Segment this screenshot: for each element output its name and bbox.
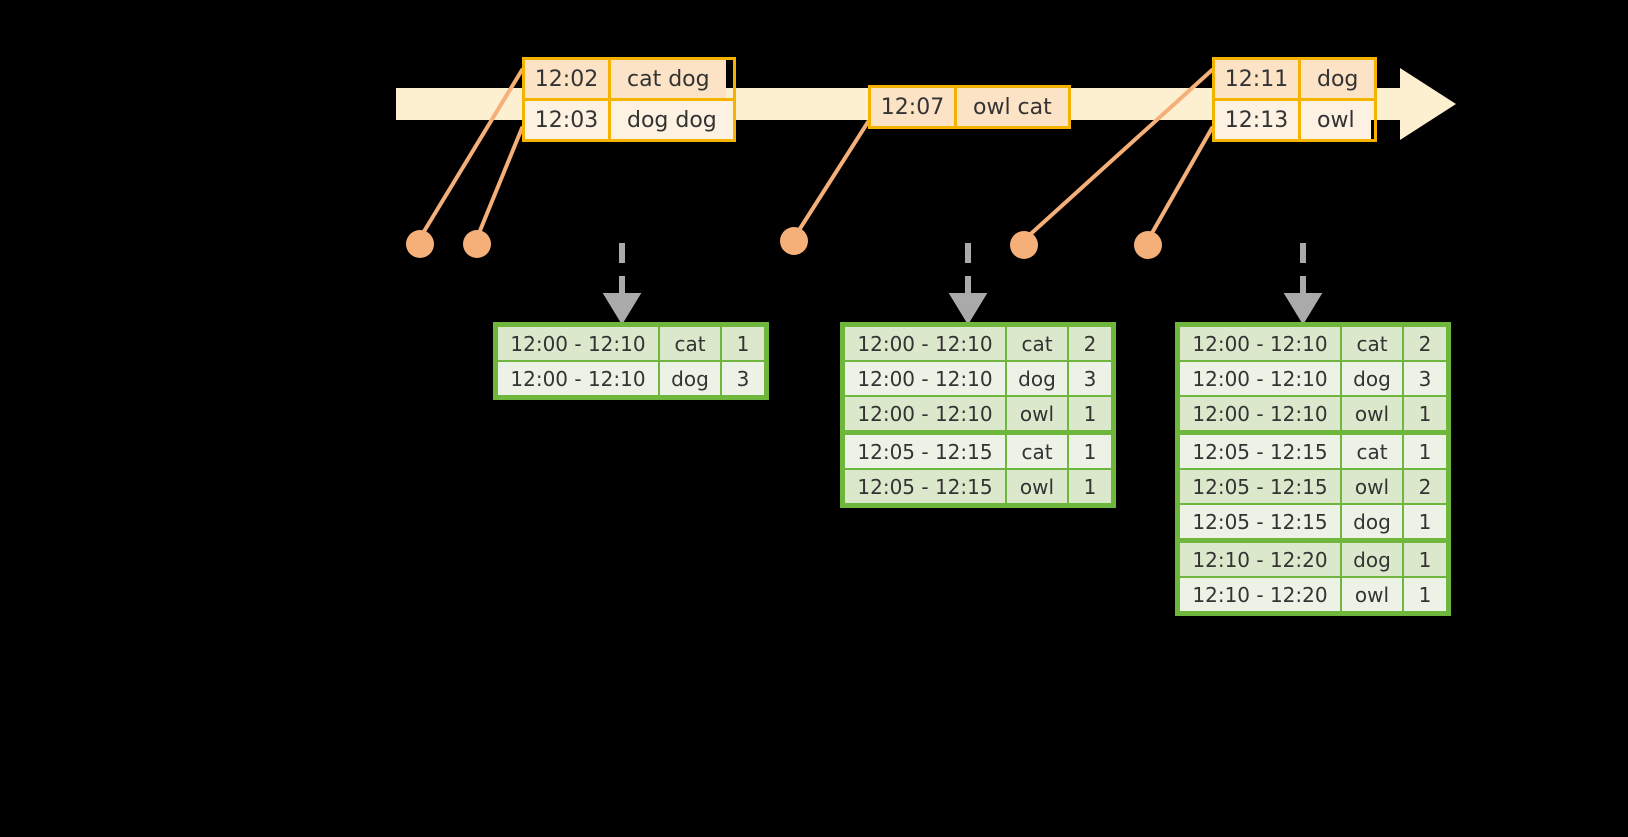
table-row[interactable]: 12:10 - 12:20 dog 1 bbox=[1179, 542, 1447, 577]
cell-window: 12:00 - 12:10 bbox=[845, 362, 1005, 395]
cell-word: cat bbox=[1007, 327, 1067, 360]
cell-word: dog bbox=[1342, 543, 1402, 576]
cell-count: 3 bbox=[1404, 362, 1446, 395]
event-time: 12:03 bbox=[525, 101, 611, 139]
result-table-2[interactable]: 12:00 - 12:10 cat 2 12:00 - 12:10 dog 3 … bbox=[840, 322, 1116, 508]
cell-window: 12:00 - 12:10 bbox=[498, 362, 658, 395]
event-time: 12:11 bbox=[1215, 60, 1301, 98]
timeline-event-row[interactable]: 12:03 dog dog bbox=[525, 98, 733, 139]
timeline-event-row[interactable]: 12:11 dog bbox=[1215, 60, 1375, 98]
cell-word: cat bbox=[1007, 435, 1067, 468]
dot-4 bbox=[1010, 231, 1038, 259]
event-time: 12:07 bbox=[871, 88, 957, 126]
timeline-event-row[interactable]: 12:07 owl cat bbox=[871, 88, 1068, 126]
table-row[interactable]: 12:05 - 12:15 owl 2 bbox=[1179, 469, 1447, 504]
timeline-event-group-3[interactable]: 12:11 dog 12:13 owl bbox=[1212, 57, 1378, 142]
cell-window: 12:05 - 12:15 bbox=[1180, 435, 1340, 468]
cell-window: 12:05 - 12:15 bbox=[1180, 470, 1340, 503]
trigger-arrows bbox=[602, 243, 1323, 325]
event-time: 12:13 bbox=[1215, 101, 1301, 139]
cell-word: cat bbox=[660, 327, 720, 360]
cell-window: 12:00 - 12:10 bbox=[845, 327, 1005, 360]
event-time: 12:02 bbox=[525, 60, 611, 98]
cell-count: 3 bbox=[1069, 362, 1111, 395]
event-words: dog bbox=[1301, 60, 1375, 98]
cell-count: 1 bbox=[1069, 397, 1111, 430]
cell-word: dog bbox=[1342, 362, 1402, 395]
cell-count: 2 bbox=[1404, 327, 1446, 360]
cell-word: dog bbox=[1342, 505, 1402, 538]
cell-word: owl bbox=[1342, 470, 1402, 503]
cell-count: 1 bbox=[722, 327, 764, 360]
event-words: owl cat bbox=[957, 88, 1068, 126]
cell-count: 1 bbox=[1404, 505, 1446, 538]
table-row[interactable]: 12:00 - 12:10 cat 2 bbox=[1179, 326, 1447, 361]
table-row[interactable]: 12:10 - 12:20 owl 1 bbox=[1179, 577, 1447, 612]
cell-window: 12:00 - 12:10 bbox=[1180, 362, 1340, 395]
dot-3 bbox=[780, 227, 808, 255]
event-words: owl bbox=[1301, 101, 1371, 139]
cell-word: owl bbox=[1342, 578, 1402, 611]
cell-window: 12:00 - 12:10 bbox=[845, 397, 1005, 430]
event-words: cat dog bbox=[611, 60, 726, 98]
cell-count: 1 bbox=[1404, 435, 1446, 468]
cell-count: 2 bbox=[1069, 327, 1111, 360]
table-row[interactable]: 12:00 - 12:10 owl 1 bbox=[844, 396, 1112, 431]
cell-window: 12:10 - 12:20 bbox=[1180, 543, 1340, 576]
result-table-1[interactable]: 12:00 - 12:10 cat 1 12:00 - 12:10 dog 3 bbox=[493, 322, 769, 400]
cell-window: 12:00 - 12:10 bbox=[1180, 327, 1340, 360]
table-row[interactable]: 12:00 - 12:10 dog 3 bbox=[844, 361, 1112, 396]
cell-count: 2 bbox=[1404, 470, 1446, 503]
cell-window: 12:10 - 12:20 bbox=[1180, 578, 1340, 611]
event-dots bbox=[406, 227, 1162, 259]
cell-count: 1 bbox=[1404, 397, 1446, 430]
timeline-event-row[interactable]: 12:13 owl bbox=[1215, 98, 1375, 139]
table-row[interactable]: 12:00 - 12:10 cat 2 bbox=[844, 326, 1112, 361]
cell-window: 12:05 - 12:15 bbox=[845, 470, 1005, 503]
cell-word: cat bbox=[1342, 435, 1402, 468]
cell-word: owl bbox=[1342, 397, 1402, 430]
cell-window: 12:05 - 12:15 bbox=[845, 435, 1005, 468]
table-row[interactable]: 12:00 - 12:10 cat 1 bbox=[497, 326, 765, 361]
cell-count: 1 bbox=[1404, 578, 1446, 611]
dot-2 bbox=[463, 230, 491, 258]
cell-word: owl bbox=[1007, 397, 1067, 430]
dot-1 bbox=[406, 230, 434, 258]
table-row[interactable]: 12:05 - 12:15 dog 1 bbox=[1179, 504, 1447, 539]
cell-count: 1 bbox=[1404, 543, 1446, 576]
cell-count: 1 bbox=[1069, 435, 1111, 468]
cell-word: dog bbox=[660, 362, 720, 395]
trigger-arrow-2 bbox=[948, 243, 988, 325]
cell-count: 3 bbox=[722, 362, 764, 395]
result-table-3[interactable]: 12:00 - 12:10 cat 2 12:00 - 12:10 dog 3 … bbox=[1175, 322, 1451, 616]
cell-count: 1 bbox=[1069, 470, 1111, 503]
trigger-arrow-3 bbox=[1283, 243, 1323, 325]
cell-word: owl bbox=[1007, 470, 1067, 503]
table-row[interactable]: 12:00 - 12:10 owl 1 bbox=[1179, 396, 1447, 431]
table-row[interactable]: 12:05 - 12:15 cat 1 bbox=[1179, 434, 1447, 469]
table-row[interactable]: 12:05 - 12:15 cat 1 bbox=[844, 434, 1112, 469]
timeline-event-group-2[interactable]: 12:07 owl cat bbox=[868, 85, 1071, 129]
cell-word: dog bbox=[1007, 362, 1067, 395]
table-row[interactable]: 12:00 - 12:10 dog 3 bbox=[1179, 361, 1447, 396]
event-words: dog dog bbox=[611, 101, 733, 139]
timeline-event-group-1[interactable]: 12:02 cat dog 12:03 dog dog bbox=[522, 57, 736, 142]
cell-window: 12:00 - 12:10 bbox=[1180, 397, 1340, 430]
trigger-arrow-1 bbox=[602, 243, 642, 325]
timeline-event-row[interactable]: 12:02 cat dog bbox=[525, 60, 733, 98]
cell-window: 12:00 - 12:10 bbox=[498, 327, 658, 360]
table-row[interactable]: 12:05 - 12:15 owl 1 bbox=[844, 469, 1112, 504]
cell-word: cat bbox=[1342, 327, 1402, 360]
dot-5 bbox=[1134, 231, 1162, 259]
table-row[interactable]: 12:00 - 12:10 dog 3 bbox=[497, 361, 765, 396]
cell-window: 12:05 - 12:15 bbox=[1180, 505, 1340, 538]
